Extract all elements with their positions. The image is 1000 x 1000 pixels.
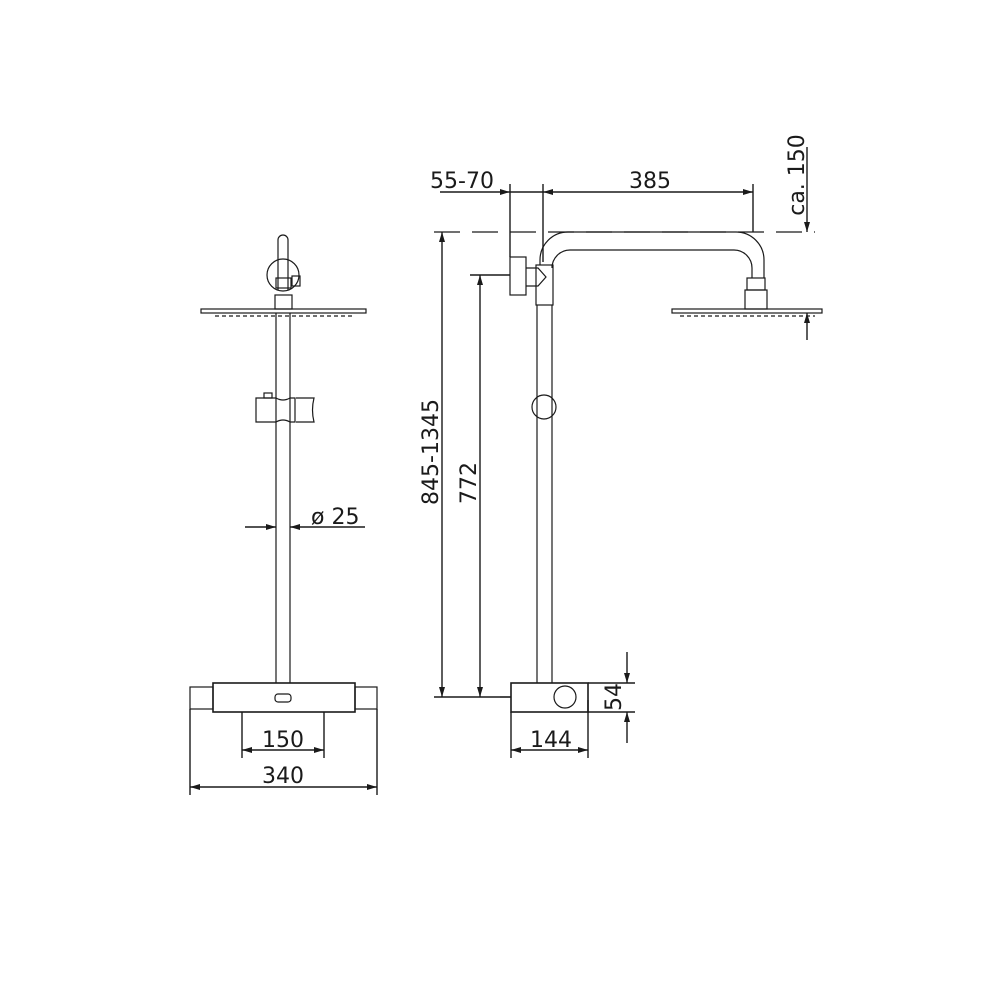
front-slider [255,397,315,423]
side-shower-head [671,308,823,314]
dim-diameter-25: ø 25 [311,505,359,530]
front-thermostat-bar [189,682,378,713]
dim-340: 340 [262,764,304,789]
dim-845-1345: 845-1345 [419,399,444,505]
dim-ca-150: ca. 150 [785,134,810,216]
front-rail [275,313,291,683]
dim-54: 54 [602,683,627,711]
dim-772: 772 [457,462,482,504]
front-view: 150 340 ø 25 [189,234,378,795]
front-shower-arm [266,234,301,310]
dim-144: 144 [530,728,572,753]
slider-knob [531,394,557,420]
side-view: 55-70 385 ca. 150 845-1345 772 54 144 [419,134,823,758]
shower-arm [539,231,765,278]
dim-385: 385 [629,169,671,194]
dim-55-70: 55-70 [430,169,494,194]
dim-150: 150 [262,728,304,753]
wall-bracket [509,256,527,296]
side-rail [536,305,553,683]
front-shower-head [200,308,367,314]
